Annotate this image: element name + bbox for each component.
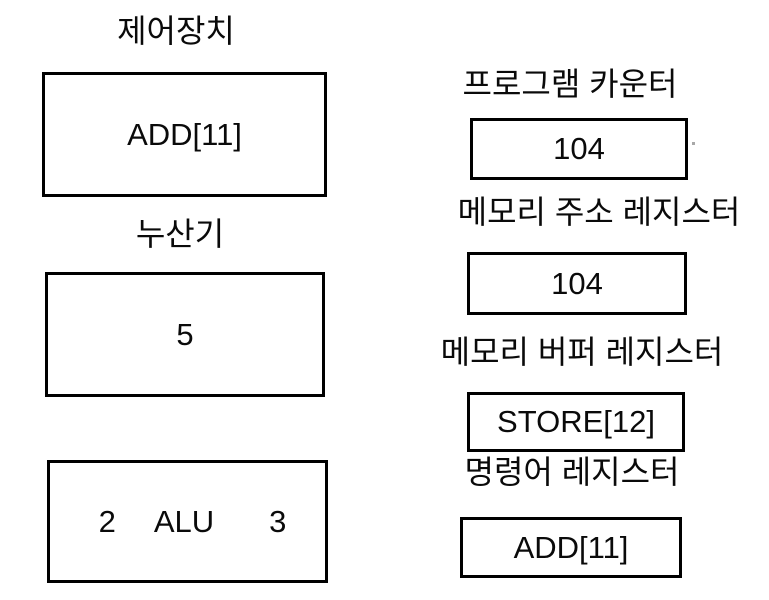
memory-buffer-register-box: STORE[12] bbox=[467, 392, 685, 452]
control-unit-label: 제어장치 bbox=[117, 13, 235, 49]
memory-buffer-register-label: 메모리 버퍼 레지스터 bbox=[440, 334, 724, 370]
memory-address-register-box: 104 bbox=[467, 252, 687, 315]
control-unit-value: ADD[11] bbox=[127, 116, 242, 152]
accumulator-value: 5 bbox=[176, 316, 194, 352]
alu-contents: 2 ALU 3 bbox=[89, 504, 287, 540]
alu-left-operand: 2 bbox=[98, 503, 116, 539]
memory-address-register-label: 메모리 주소 레지스터 bbox=[457, 194, 741, 230]
program-counter-label: 프로그램 카운터 bbox=[462, 66, 678, 102]
alu-right-operand: 3 bbox=[269, 503, 287, 539]
alu-box: 2 ALU 3 bbox=[47, 460, 328, 583]
instruction-register-label: 명령어 레지스터 bbox=[464, 454, 680, 490]
alu-label: ALU bbox=[153, 503, 215, 539]
instruction-register-value: ADD[11] bbox=[513, 529, 629, 565]
memory-address-register-value: 104 bbox=[551, 265, 603, 301]
instruction-register-box: ADD[11] bbox=[460, 517, 682, 578]
accumulator-box: 5 bbox=[45, 272, 325, 397]
program-counter-value: 104 bbox=[553, 131, 605, 166]
memory-buffer-register-value: STORE[12] bbox=[497, 404, 655, 439]
stray-dot-artifact bbox=[692, 142, 695, 145]
program-counter-box: 104 bbox=[470, 118, 688, 180]
control-unit-box: ADD[11] bbox=[42, 72, 327, 197]
accumulator-label: 누산기 bbox=[135, 216, 225, 252]
